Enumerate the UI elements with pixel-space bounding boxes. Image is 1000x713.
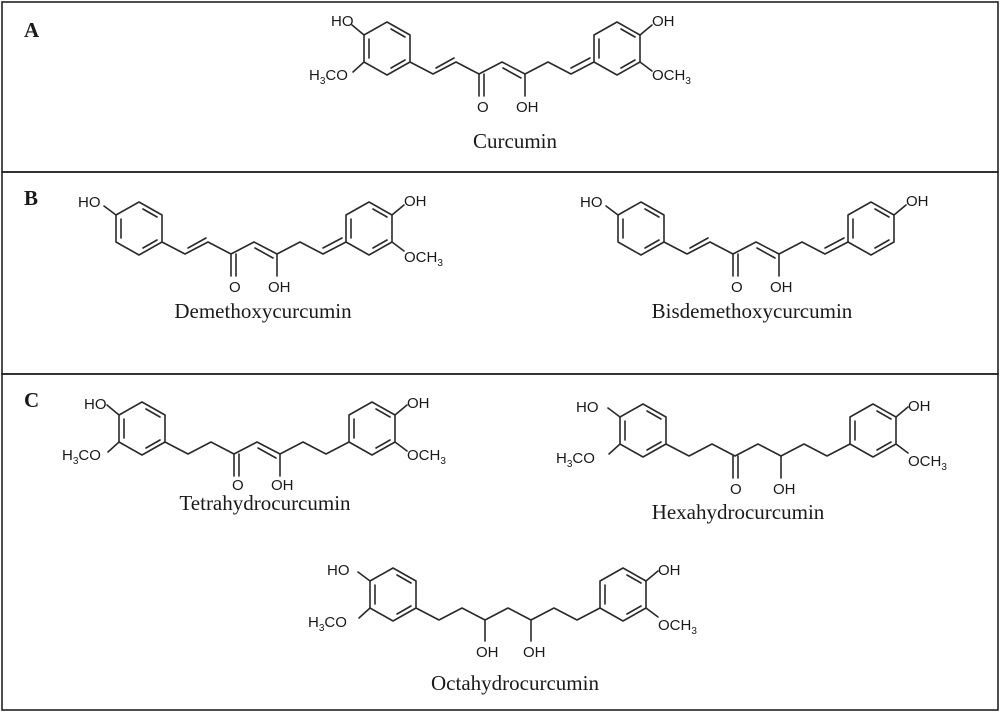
bisdemethoxycurcumin-right-hydroxyl-label: OH (906, 193, 929, 210)
bisdemethoxycurcumin-name: Bisdemethoxycurcumin (652, 299, 853, 323)
octahydrocurcumin-bonds (357, 567, 659, 642)
tetrahydrocurcumin-left-hydroxyl-label: HO (84, 396, 107, 413)
bisdemethoxycurcumin-left-hydroxyl-label: HO (580, 194, 603, 211)
hexahydrocurcumin-right-methoxy-label: OCH3 (908, 453, 947, 473)
octahydrocurcumin-name: Octahydrocurcumin (431, 671, 599, 695)
octahydrocurcumin-hydroxyl-1-label: OH (476, 644, 499, 661)
tetrahydrocurcumin-name: Tetrahydrocurcumin (179, 491, 351, 515)
demethoxycurcumin-name: Demethoxycurcumin (174, 299, 352, 323)
demethoxycurcumin-carbonyl-o-label: O (229, 279, 241, 296)
panel-b-frame (1, 171, 999, 375)
tetrahydrocurcumin-bonds (106, 401, 408, 477)
tetrahydrocurcumin-enol-oh-label: OH (271, 477, 294, 494)
demethoxycurcumin-right-methoxy-label: OCH3 (404, 249, 443, 269)
curcumin-right-hydroxyl-label: OH (652, 13, 675, 30)
octahydrocurcumin-left-hydroxyl-label: HO (327, 562, 350, 579)
hexahydrocurcumin-left-hydroxyl-label: HO (576, 399, 599, 416)
curcumin-right-methoxy-label: OCH3 (652, 67, 691, 87)
curcumin-bonds (351, 21, 653, 97)
octahydrocurcumin-right-hydroxyl-label: OH (658, 562, 681, 579)
demethoxycurcumin-bonds (103, 201, 405, 277)
bisdemethoxycurcumin-enol-oh-label: OH (770, 279, 793, 296)
tetrahydrocurcumin-right-methoxy-label: OCH3 (407, 447, 446, 467)
hexahydrocurcumin-bonds (607, 403, 909, 479)
octahydrocurcumin-hydroxyl-2-label: OH (523, 644, 546, 661)
hexahydrocurcumin-hydroxyl-label: OH (773, 481, 796, 498)
tetrahydrocurcumin-left-methoxy-label: H3CO (62, 447, 101, 467)
bisdemethoxycurcumin-bonds (605, 201, 907, 277)
curcumin-left-methoxy-label: H3CO (309, 67, 348, 87)
octahydrocurcumin-right-methoxy-label: OCH3 (658, 617, 697, 637)
panel-a-letter: A (24, 18, 40, 42)
curcumin-name: Curcumin (473, 129, 557, 153)
curcumin-carbonyl-o-label: O (477, 99, 489, 116)
bisdemethoxycurcumin-carbonyl-o-label: O (731, 279, 743, 296)
demethoxycurcumin-left-hydroxyl-label: HO (78, 194, 101, 211)
tetrahydrocurcumin-carbonyl-o-label: O (232, 477, 244, 494)
tetrahydrocurcumin-structure: HO H3CO O OH OH OCH3 (62, 395, 446, 494)
bisdemethoxycurcumin-structure: HO O OH OH (580, 193, 929, 296)
octahydrocurcumin-left-methoxy-label: H3CO (308, 614, 347, 634)
hexahydrocurcumin-right-hydroxyl-label: OH (908, 398, 931, 415)
demethoxycurcumin-right-hydroxyl-label: OH (404, 193, 427, 210)
demethoxycurcumin-structure: HO O OH OH OCH3 (78, 193, 443, 296)
curcumin-enol-oh-label: OH (516, 99, 539, 116)
demethoxycurcumin-enol-oh-label: OH (268, 279, 291, 296)
hexahydrocurcumin-left-methoxy-label: H3CO (556, 450, 595, 470)
panel-b-letter: B (24, 186, 38, 210)
hexahydrocurcumin-name: Hexahydrocurcumin (652, 500, 825, 524)
curcumin-left-hydroxyl-label: HO (331, 13, 354, 30)
tetrahydrocurcumin-right-hydroxyl-label: OH (407, 395, 430, 412)
panel-c-letter: C (24, 388, 39, 412)
hexahydrocurcumin-structure: HO H3CO O OH OH OCH3 (556, 398, 947, 498)
curcumin-structure: HO H3CO O OH OH OCH3 (309, 13, 691, 116)
hexahydrocurcumin-carbonyl-o-label: O (730, 481, 742, 498)
panel-c-frame (1, 373, 999, 711)
octahydrocurcumin-structure: HO H3CO OH OH OH OCH3 (308, 562, 697, 661)
